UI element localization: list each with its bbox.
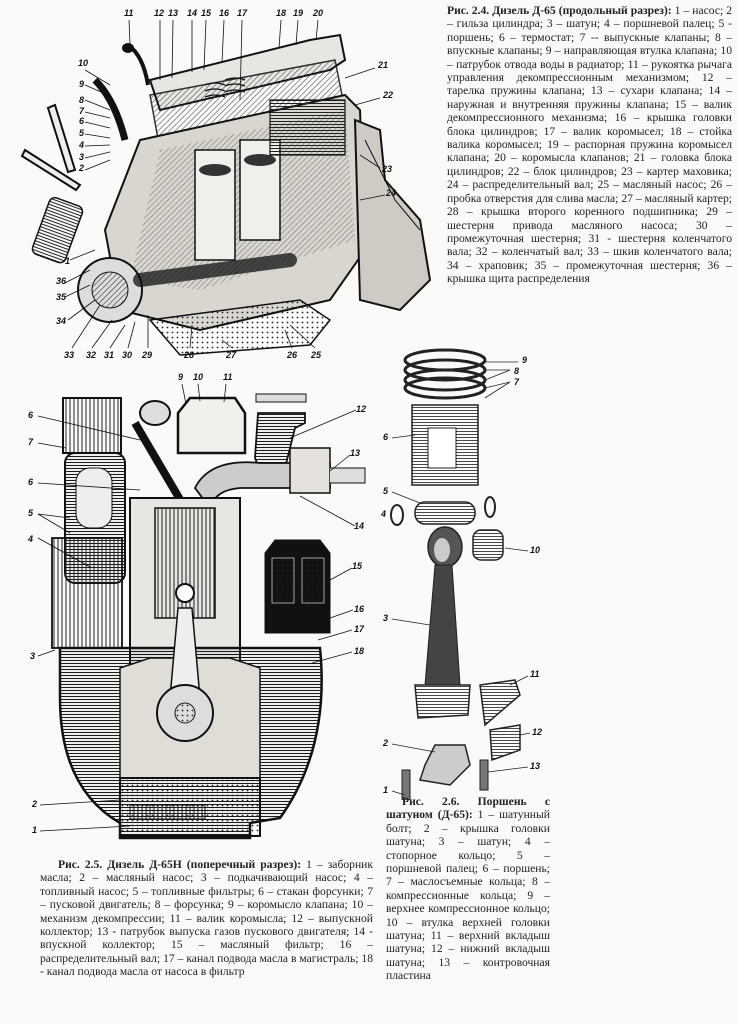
callout-15: 15 [201, 8, 212, 18]
callout-13: 13 [530, 761, 541, 771]
callout-9: 9 [522, 355, 528, 365]
callout-5: 5 [383, 486, 389, 496]
callout-10: 10 [193, 372, 204, 382]
callout-12: 12 [532, 727, 543, 737]
figure-2-6-legend: 1 – шатунный болт; 2 – крышка головки ша… [386, 808, 550, 983]
callout-5: 5 [79, 128, 85, 138]
callout-23: 23 [382, 164, 393, 174]
callout-7: 7 [79, 106, 85, 116]
callout-1: 1 [32, 825, 38, 835]
callout-36: 36 [56, 276, 67, 286]
callout-12: 12 [154, 8, 165, 18]
callout-2: 2 [383, 738, 389, 748]
figure-2-5-caption: Рис. 2.5. Дизель Д-65Н (поперечный разре… [40, 858, 373, 979]
callout-3: 3 [383, 613, 389, 623]
figure-2-4-legend: 1 – насос; 2 – гильза цилиндра; 3 – шату… [447, 4, 732, 286]
callout-4: 4 [381, 509, 387, 519]
callout-4: 4 [79, 140, 85, 150]
figure-2-5-legend: 1 – заборник масла; 2 – масляный насос; … [40, 858, 373, 979]
engine-longitudinal-section-drawing [20, 19, 432, 356]
callout-11: 11 [530, 669, 540, 679]
callout-9: 9 [178, 372, 184, 382]
callout-2: 2 [32, 799, 38, 809]
callout-4: 4 [28, 534, 34, 544]
callout-30: 30 [122, 350, 133, 360]
callout-8: 8 [79, 95, 85, 105]
callout-34: 34 [56, 316, 67, 326]
figure-2-4-caption: Рис. 2.4. Дизель Д-65 (продольный разрез… [447, 4, 732, 286]
callout-11: 11 [223, 372, 233, 382]
callout-6: 6 [383, 432, 389, 442]
callout-7: 7 [28, 437, 34, 447]
callout-31: 31 [104, 350, 115, 360]
callout-10: 10 [78, 58, 89, 68]
callout-26: 26 [287, 350, 298, 360]
figure-2-4-illustration: 11 12 13 14 15 16 17 18 19 20 21 22 23 2… [0, 0, 445, 370]
callout-13: 13 [168, 8, 179, 18]
callout-16: 16 [219, 8, 230, 18]
figure-2-5-title: Рис. 2.5. Дизель Д-65Н (поперечный разре… [58, 858, 302, 871]
callout-25: 25 [311, 350, 322, 360]
callout-13: 13 [350, 448, 361, 458]
callout-14: 14 [187, 8, 198, 18]
callout-11: 11 [124, 8, 134, 18]
callout-24: 24 [386, 188, 397, 198]
callout-3: 3 [79, 152, 85, 162]
callout-32: 32 [86, 350, 97, 360]
callout-6: 6 [79, 116, 85, 126]
callout-9: 9 [79, 79, 85, 89]
callout-17: 17 [237, 8, 248, 18]
callout-6b: 6 [28, 477, 34, 487]
callout-16: 16 [354, 604, 365, 614]
engine-cross-section-drawing [37, 383, 366, 840]
callout-10: 10 [530, 545, 541, 555]
callout-3: 3 [30, 651, 36, 661]
callout-20: 20 [313, 8, 324, 18]
callout-21: 21 [378, 60, 389, 70]
figure-2-6-illustration: 9 8 7 6 5 4 10 3 11 12 2 13 1 [380, 340, 580, 801]
callout-15: 15 [352, 561, 363, 571]
callout-22: 22 [383, 90, 394, 100]
callout-6a: 6 [28, 410, 34, 420]
callout-18: 18 [354, 646, 365, 656]
callout-33: 33 [64, 350, 75, 360]
figure-2-5-illustration: 9 10 11 12 13 14 15 16 17 18 6 7 6 5 4 3… [0, 368, 385, 848]
callout-2: 2 [79, 163, 85, 173]
callout-17: 17 [354, 624, 365, 634]
callout-35: 35 [56, 292, 67, 302]
figure-2-6-caption: Рис. 2.6. Поршень с шатуном (Д-65): 1 – … [386, 795, 550, 983]
callout-28: 28 [184, 350, 195, 360]
callout-1: 1 [65, 256, 71, 266]
callout-27: 27 [226, 350, 237, 360]
callout-18: 18 [276, 8, 287, 18]
callout-1: 1 [383, 785, 389, 795]
callout-19: 19 [293, 8, 304, 18]
callout-7: 7 [514, 377, 520, 387]
callout-29: 29 [142, 350, 153, 360]
callout-5: 5 [28, 508, 34, 518]
callout-12: 12 [356, 404, 367, 414]
figure-2-4-title: Рис. 2.4. Дизель Д-65 (продольный разрез… [447, 4, 672, 17]
piston-conrod-drawing [390, 348, 531, 801]
callout-8: 8 [514, 366, 520, 376]
figure-2-6-title: Рис. 2.6. Поршень с шатуном (Д-65): [386, 795, 550, 822]
callout-14: 14 [354, 521, 365, 531]
